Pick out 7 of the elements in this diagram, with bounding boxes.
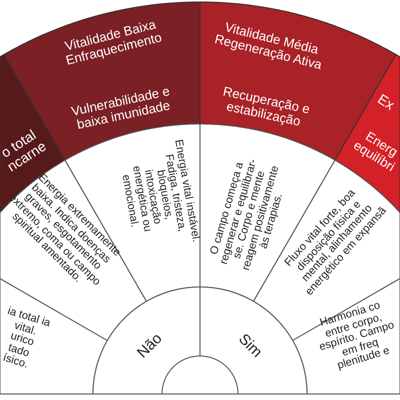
answer-label: Não <box>133 329 166 364</box>
answer-label: Sim <box>234 330 266 363</box>
answer-wedge <box>200 286 308 394</box>
segment-heading: Ex <box>374 90 398 114</box>
answer-wedge <box>92 286 200 394</box>
segment-description: ia total ia vital. urico tado ísico. <box>0 305 53 373</box>
segment-description: Energia vital instável. Fadiga, tristeza, bloqueios, intoxicação energética ou emocional. <box>120 138 202 246</box>
